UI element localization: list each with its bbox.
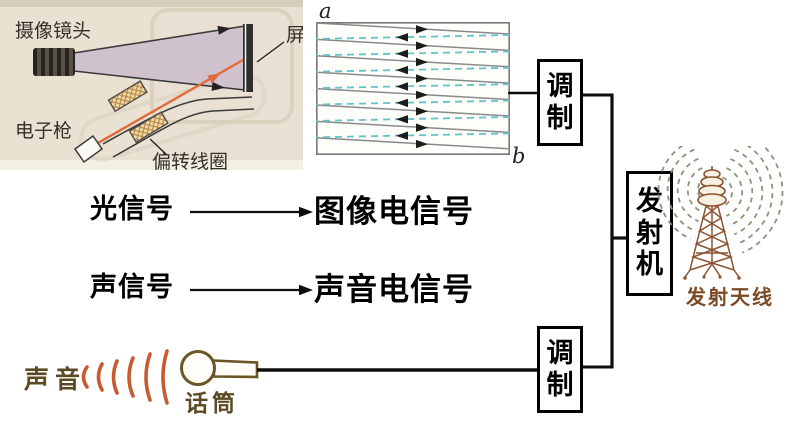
raster-corner-b-label: b xyxy=(512,144,526,168)
flow-arrow-row1-icon xyxy=(299,206,313,218)
antenna-tower-icon xyxy=(684,205,740,278)
raster-retrace-lines xyxy=(316,34,510,139)
flow-arrows xyxy=(190,206,313,296)
light-cone xyxy=(74,26,245,90)
electron-gun-label: 电子枪 xyxy=(15,120,72,142)
deflection-coil-label: 偏转线圈 xyxy=(152,151,228,170)
sound-label: 声音 xyxy=(24,366,87,394)
modulation-top-box: 调制 xyxy=(537,59,583,146)
sound-signal-label: 声信号 xyxy=(90,272,174,302)
cone-bottom-arrow-icon xyxy=(211,81,225,91)
raster-corner-a-label: a xyxy=(319,0,332,23)
antenna-insulator-icon xyxy=(697,166,727,207)
sound-waves-and-microphone xyxy=(81,349,259,405)
screen-bar xyxy=(243,24,253,92)
raster-left-arrow-icons xyxy=(396,33,408,140)
modulation-top-label: 调制 xyxy=(546,70,574,133)
electron-gun-icon xyxy=(73,134,104,164)
antenna-label: 发射天线 xyxy=(686,287,774,309)
screen-label: 屏 xyxy=(286,25,303,46)
transmitter-label: 发射机 xyxy=(636,185,663,280)
raster-scan-lines xyxy=(316,22,510,150)
modulation-bottom-box: 调制 xyxy=(537,326,583,413)
camera-lens-icon xyxy=(33,48,75,76)
deflection-coil-upper-icon xyxy=(107,80,148,113)
camera-lens-label: 摄像镜头 xyxy=(15,20,91,42)
camera-tube-photo: 摄像镜头 电子枪 偏转线圈 屏 xyxy=(0,0,303,170)
beam-arrow-icon xyxy=(207,73,221,84)
tube-neck-line-lower xyxy=(112,108,255,158)
antenna-icon xyxy=(657,146,784,280)
sound-wave-icon xyxy=(81,349,169,405)
raster-right-arrow-icons xyxy=(416,25,428,149)
camera-tube-illustration: 摄像镜头 电子枪 偏转线圈 屏 xyxy=(0,0,303,170)
tube-neck-line-upper xyxy=(102,96,253,145)
flow-arrow-row2-icon xyxy=(299,284,313,296)
transmitter-box: 发射机 xyxy=(626,171,673,296)
microphone-label: 话筒 xyxy=(185,390,239,416)
deflection-coil-lower-icon xyxy=(128,111,169,144)
coil-pointer-line xyxy=(149,138,168,156)
scan-raster xyxy=(316,22,510,155)
antenna-feet-icon xyxy=(683,275,741,280)
radio-waves-icon xyxy=(657,146,784,254)
modulation-bottom-label: 调制 xyxy=(546,337,574,400)
cone-top-arrow-icon xyxy=(217,25,231,35)
image-electric-signal-label: 图像电信号 xyxy=(314,194,474,229)
light-signal-label: 光信号 xyxy=(90,194,174,224)
microphone-icon xyxy=(180,350,259,386)
screen-pointer-line xyxy=(256,41,285,63)
sound-electric-signal-label: 声音电信号 xyxy=(314,272,474,307)
